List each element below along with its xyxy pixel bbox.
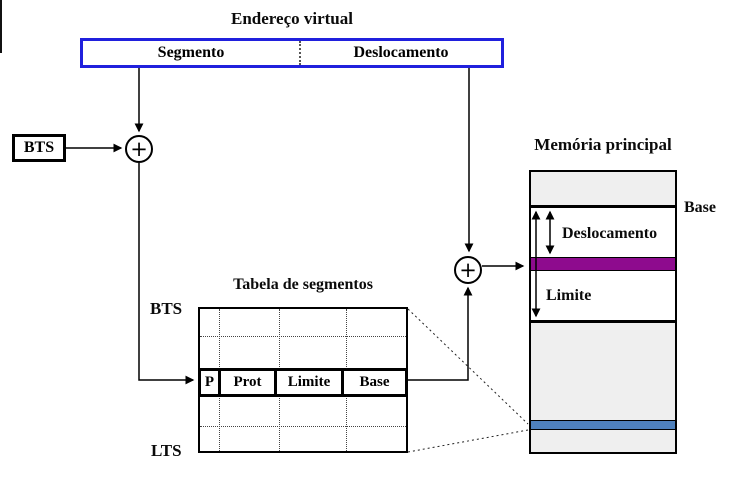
adder-plus-icon: + [125, 135, 153, 163]
memory-offset-region [531, 208, 675, 257]
arrow-adder-to-table [138, 163, 195, 385]
segment-limit-line [531, 320, 675, 323]
table-grid-line [200, 426, 406, 427]
bts-register: BTS [12, 134, 66, 162]
virtual-address-offset-field: Deslocamento [353, 44, 449, 61]
segment-table-end-label: LTS [151, 441, 182, 460]
segment-table-entry-row: P Prot Limite Base [198, 368, 408, 397]
table-grid-line [200, 336, 406, 337]
screen-edge-artifact [0, 0, 2, 53]
table-to-memory-map-line [407, 429, 529, 453]
addressed-cell-bar [531, 257, 675, 271]
entry-field-present: P [201, 371, 221, 394]
virtual-address-box: Segmento Deslocamento [80, 38, 504, 68]
segment-base-line [531, 205, 675, 208]
entry-field-base: Base [359, 374, 390, 390]
segment-table-start-label: BTS [150, 299, 183, 318]
segment-table-location-bar [531, 420, 675, 430]
memory-limit-region [531, 271, 675, 320]
segment-table-title: Tabela de segmentos [233, 276, 373, 293]
memory-region [531, 172, 675, 205]
entry-field-protection: Prot [221, 371, 277, 394]
memory-offset-label: Deslocamento [562, 225, 658, 242]
entry-field-limit: Limite [277, 371, 344, 394]
virtual-address-title: Endereço virtual [231, 9, 353, 28]
adder-plus-icon: + [454, 256, 482, 284]
memory-region [531, 430, 675, 452]
memory-limit-label: Limite [546, 287, 592, 304]
main-memory [529, 170, 677, 454]
memory-region [531, 323, 675, 420]
memory-base-label: Base [684, 199, 716, 216]
arrow-base-to-adder [408, 286, 473, 381]
main-memory-title: Memória principal [534, 135, 672, 154]
virtual-address-segment-field: Segmento [83, 41, 301, 65]
table-to-memory-map-line [407, 308, 529, 425]
